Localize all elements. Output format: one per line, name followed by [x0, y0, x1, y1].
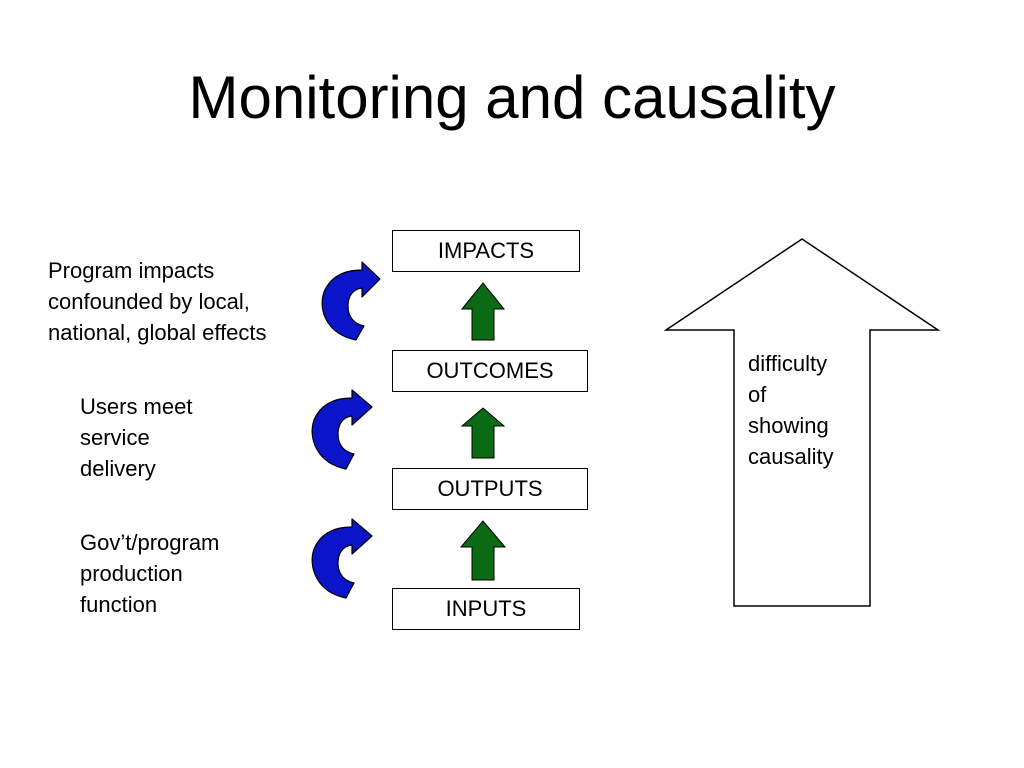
causality-label: difficulty of showing causality: [748, 348, 868, 472]
curved-arrow-icon: [311, 518, 373, 599]
outputs-box: OUTPUTS: [392, 468, 588, 510]
impacts-box: IMPACTS: [392, 230, 580, 272]
outputs-note-line: function: [80, 592, 158, 617]
causality-label-line: showing: [748, 413, 829, 438]
inputs-box: INPUTS: [392, 588, 580, 630]
causality-label-line: difficulty: [748, 351, 828, 376]
page-title: Monitoring and causality: [188, 64, 836, 131]
impacts-note-line: Program impacts: [48, 258, 215, 283]
curved-arrow-icon: [311, 389, 373, 470]
curved-arrow-icon: [321, 261, 381, 341]
impacts-note-line: confounded by local,: [48, 289, 250, 314]
outcomes-box: OUTCOMES: [392, 350, 588, 392]
outputs-note: Gov’t/program production function: [80, 527, 260, 620]
outcomes-note-line: delivery: [80, 456, 156, 481]
impacts-note: Program impacts confounded by local, nat…: [48, 255, 318, 348]
outputs-note-line: production: [80, 561, 183, 586]
large-up-arrow-icon: [663, 238, 941, 607]
up-arrow-icon: [460, 282, 506, 341]
up-arrow-icon: [459, 520, 507, 581]
outcomes-note-line: service: [80, 425, 150, 450]
causality-label-line: of: [748, 382, 767, 407]
up-arrow-icon: [460, 407, 506, 459]
outputs-note-line: Gov’t/program: [80, 530, 220, 555]
impacts-note-line: national, global effects: [48, 320, 267, 345]
causality-label-line: causality: [748, 444, 834, 469]
outcomes-note: Users meet service delivery: [80, 391, 230, 484]
outcomes-note-line: Users meet: [80, 394, 193, 419]
